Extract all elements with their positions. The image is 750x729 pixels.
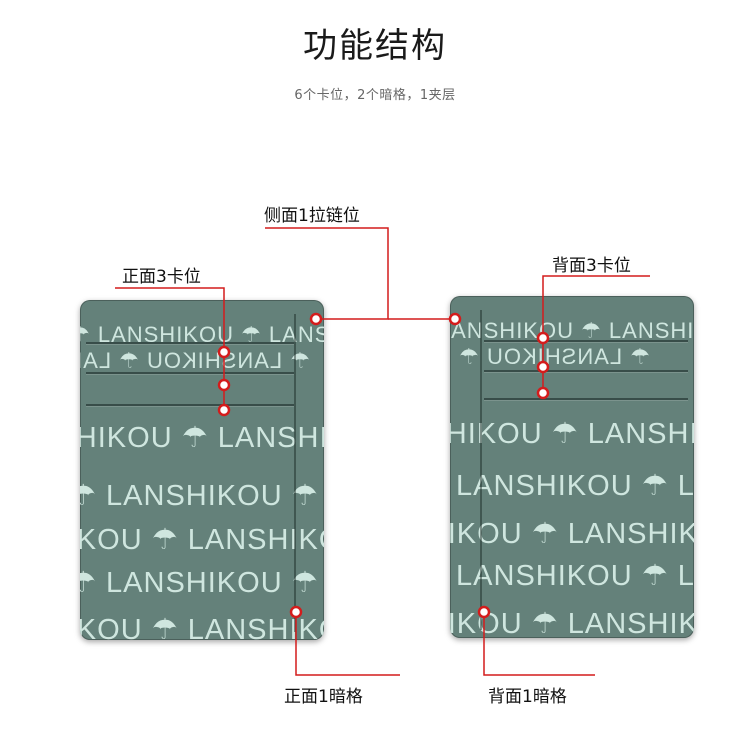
page-subtitle: 6个卡位，2个暗格，1夹层 bbox=[294, 88, 456, 103]
leader-back-pocket bbox=[483, 612, 595, 676]
wallet-print-row: ☂ LANSHIKOU ☂ LANSHIKOU ☂ LANSHIKOU bbox=[80, 567, 324, 599]
card-slot-line bbox=[484, 340, 688, 342]
card-slot-line bbox=[86, 404, 294, 406]
wallet-print-row: ☂ LANSHIKOU ☂ LANSHIKOU ☂ LANSHIKOU bbox=[80, 422, 324, 454]
wallet-back-image: ☂ LANSHIKOU ☂ LANSHIKOU ☂ LANSHIKOU ☂ LA… bbox=[450, 296, 694, 638]
callout-back-cards: 背面3卡位 bbox=[552, 256, 631, 276]
marker-front-card-3 bbox=[217, 403, 231, 417]
callout-back-pocket: 背面1暗格 bbox=[488, 687, 567, 707]
page-title: 功能结构 bbox=[303, 26, 447, 66]
marker-side-zipper-back bbox=[448, 312, 462, 326]
wallet-print-row: ☂ LANSHIKOU ☂ LANSHIKOU ☂ LANSHIKOU bbox=[450, 418, 694, 450]
wallet-print-row: ☂ LANSHIKOU ☂ LANSHIKOU ☂ LANSHIKOU bbox=[450, 518, 694, 550]
wallet-print-row: ☂ LANSHIKOU ☂ LANSHIKOU ☂ LANSHIKOU bbox=[80, 524, 324, 556]
marker-front-pocket bbox=[289, 605, 303, 619]
marker-back-card-2 bbox=[536, 360, 550, 374]
card-slot-line bbox=[484, 398, 688, 400]
wallet-front-image: ☂ LANSHIKOU ☂ LANSHIKOU ☂ LANSHIKOU ☂ LA… bbox=[80, 300, 324, 640]
zipper-seam bbox=[294, 314, 296, 632]
marker-front-card-2 bbox=[217, 378, 231, 392]
callout-front-pocket: 正面1暗格 bbox=[284, 687, 363, 707]
wallet-print-row: ☂ LANSHIKOU ☂ LANSHIKOU ☂ LANSHIKOU bbox=[450, 470, 694, 502]
marker-front-card-1 bbox=[217, 345, 231, 359]
card-slot-line bbox=[86, 342, 294, 344]
wallet-print-row: ☂ LANSHIKOU ☂ LANSHIKOU ☂ LANSHIKOU bbox=[450, 560, 694, 592]
card-slot-line bbox=[484, 370, 688, 372]
leader-front-cards bbox=[115, 287, 225, 410]
callout-front-cards: 正面3卡位 bbox=[122, 267, 201, 287]
wallet-print-row: ☂ LANSHIKOU ☂ LANSHIKOU ☂ LANSHIKOU bbox=[450, 318, 694, 343]
leader-side-zipper bbox=[265, 227, 389, 320]
marker-back-card-1 bbox=[536, 331, 550, 345]
callout-side-zipper: 侧面1拉链位 bbox=[264, 206, 360, 226]
wallet-print-row: ☂ LANSHIKOU ☂ LANSHIKOU ☂ LANSHIKOU bbox=[80, 614, 324, 640]
zipper-seam bbox=[480, 310, 482, 630]
marker-back-pocket bbox=[477, 605, 491, 619]
leader-front-pocket bbox=[295, 612, 400, 676]
marker-back-card-3 bbox=[536, 386, 550, 400]
marker-side-zipper-front bbox=[309, 312, 323, 326]
wallet-print-row: ☂ LANSHIKOU ☂ LANSHIKOU ☂ LANSHIKOU bbox=[80, 480, 324, 512]
leader-back-cards bbox=[542, 275, 650, 393]
card-slot-line bbox=[86, 372, 294, 374]
wallet-print-row: ☂ LANSHIKOU ☂ LANSHIKOU ☂ LANSHIKOU bbox=[450, 608, 694, 638]
